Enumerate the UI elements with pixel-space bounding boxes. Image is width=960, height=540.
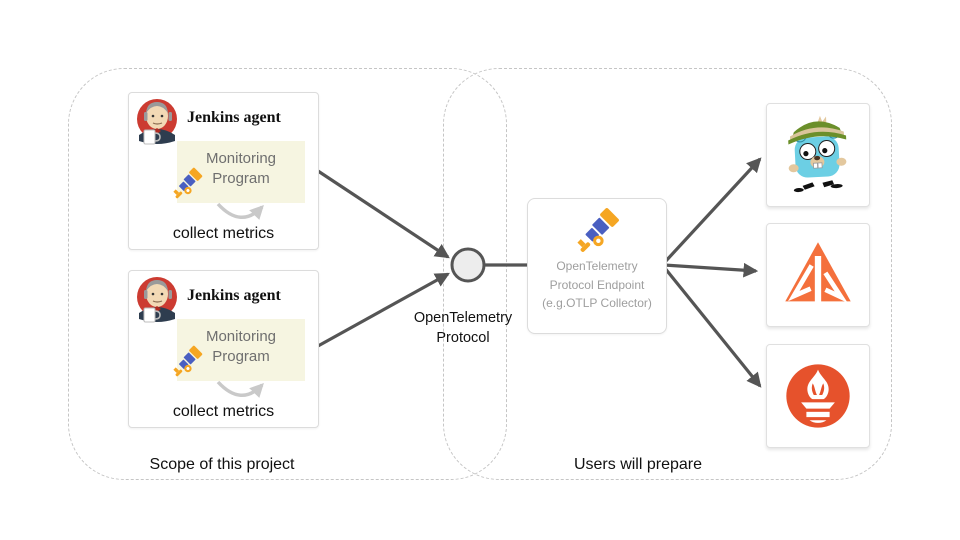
otlp-junction-node <box>450 247 486 283</box>
zipkin-icon <box>785 242 851 311</box>
loop-arrow-icon <box>216 380 264 398</box>
jenkins-mascot-icon <box>137 277 177 323</box>
users-region-label: Users will prepare <box>573 456 703 473</box>
otlp-endpoint-label-line1: OpenTelemetry <box>556 259 638 273</box>
jaeger-gopher-icon <box>788 115 847 193</box>
arrow-endpoint-to-jaeger <box>662 157 762 265</box>
prometheus-icon <box>786 364 850 428</box>
arrow-endpoint-to-prometheus <box>662 265 762 388</box>
otlp-endpoint-label-line2: Protocol Endpoint <box>549 277 645 292</box>
scope-region-label: Scope of this project <box>149 456 295 473</box>
opentelemetry-telescope-icon <box>577 208 619 252</box>
backend-card-zipkin <box>766 223 870 327</box>
arrow-agent1-to-otlp <box>317 169 450 259</box>
arrow-endpoint-to-zipkin <box>663 262 759 278</box>
monitoring-program-box: Monitoring Program <box>177 319 305 381</box>
scope-region-outline <box>68 68 507 480</box>
agent-caption: collect metrics <box>172 403 275 420</box>
opentelemetry-telescope-icon <box>173 167 203 199</box>
arrow-agent2-to-otlp <box>317 272 450 348</box>
opentelemetry-telescope-icon <box>173 345 203 377</box>
agent-title: Jenkins agent <box>187 109 281 126</box>
jenkins-mascot-icon <box>137 99 177 145</box>
otlp-endpoint-card: OpenTelemetry Protocol Endpoint (e.g.OTL… <box>527 198 667 334</box>
backend-card-jaeger <box>766 103 870 207</box>
jenkins-agent-card-2: Jenkins agent Monitoring Program collect… <box>128 270 319 428</box>
otlp-endpoint-label: OpenTelemetry Protocol Endpoint (e.g.OTL… <box>528 257 666 313</box>
protocol-label: OpenTelemetry Protocol <box>413 310 513 347</box>
agent-title: Jenkins agent <box>187 287 281 304</box>
agent-caption: collect metrics <box>172 225 275 242</box>
otlp-endpoint-label-line3: (e.g.OTLP Collector) <box>542 296 652 311</box>
loop-arrow-icon <box>216 202 264 220</box>
backend-card-prometheus <box>766 344 870 448</box>
jenkins-agent-card-1: Jenkins agent Monitoring Program collect… <box>128 92 319 250</box>
